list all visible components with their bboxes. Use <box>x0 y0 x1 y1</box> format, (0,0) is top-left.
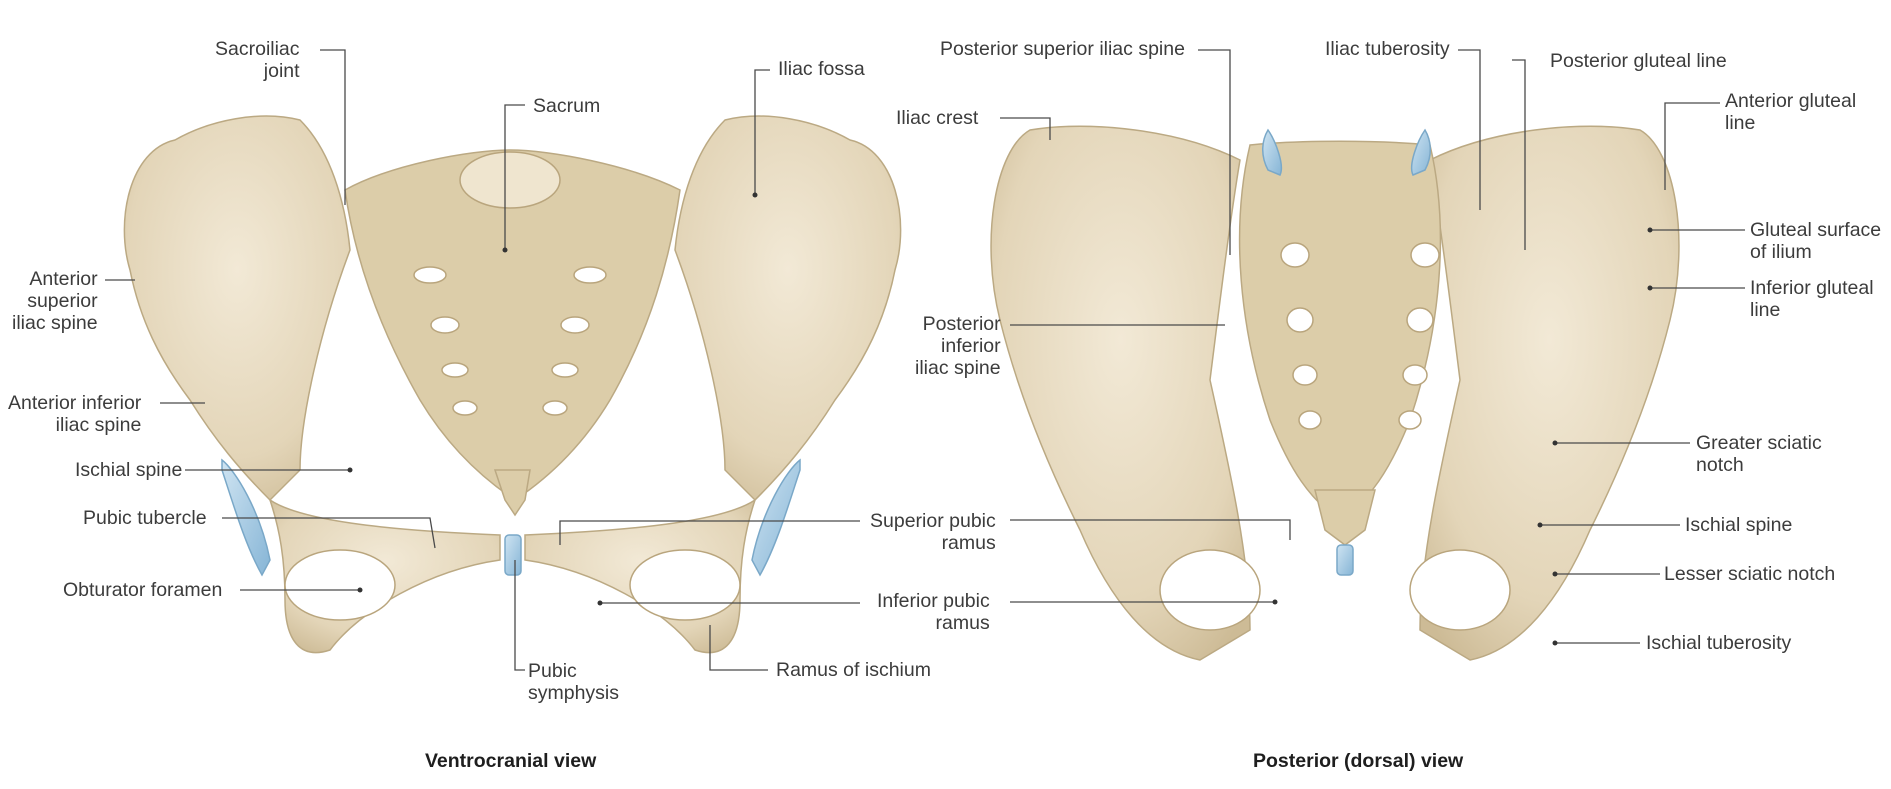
caption-posterior-view: Posterior (dorsal) view <box>1253 750 1464 772</box>
left-ilium-posterior <box>990 125 1251 661</box>
label-superior-pubic-ramus: Superior pubic ramus <box>870 510 996 554</box>
ventrocranial-pelvis <box>123 115 902 654</box>
leader-lines <box>105 49 1745 671</box>
sacral-canal <box>459 151 561 209</box>
label-ischial-tuberosity: Ischial tuberosity <box>1646 632 1792 654</box>
label-lesser-sciatic-notch: Lesser sciatic notch <box>1664 563 1836 585</box>
left-ilium <box>123 115 351 502</box>
label-iliac-tuberosity: Iliac tuberosity <box>1325 38 1450 60</box>
label-sacroiliac-joint: Sacroiliac joint <box>215 38 300 82</box>
label-posterior-gluteal-line: Posterior gluteal line <box>1550 50 1727 72</box>
coccyx-posterior <box>1314 489 1376 546</box>
label-ischial-spine-left: Ischial spine <box>75 459 183 481</box>
caption-ventrocranial-view: Ventrocranial view <box>425 750 597 772</box>
label-pubic-tubercle: Pubic tubercle <box>83 507 207 529</box>
sacrum <box>344 149 681 501</box>
leader-dots <box>347 192 1653 646</box>
label-posterior-inferior-iliac-spine: Posterior inferior iliac spine <box>915 313 1001 379</box>
right-ilium <box>674 115 902 502</box>
label-ischial-spine-right: Ischial spine <box>1685 514 1793 536</box>
label-inferior-gluteal-line: Inferior gluteal line <box>1750 277 1874 321</box>
label-inferior-pubic-ramus: Inferior pubic ramus <box>877 590 990 634</box>
label-anterior-gluteal-line: Anterior gluteal line <box>1725 90 1857 134</box>
posterior-pelvis <box>990 125 1680 661</box>
label-anterior-inferior-iliac-spine: Anterior inferior iliac spine <box>8 392 142 436</box>
label-iliac-fossa: Iliac fossa <box>778 58 865 80</box>
label-iliac-crest: Iliac crest <box>896 107 979 129</box>
label-gluteal-surface-of-ilium: Gluteal surface of ilium <box>1750 219 1882 263</box>
label-pubic-symphysis: Pubic symphysis <box>528 660 620 704</box>
label-anterior-superior-iliac-spine: Anterior superior iliac spine <box>12 268 98 334</box>
coccyx <box>493 469 531 517</box>
label-sacrum: Sacrum <box>533 95 601 117</box>
label-ramus-of-ischium: Ramus of ischium <box>776 659 931 681</box>
sacrum-posterior <box>1238 140 1442 521</box>
label-posterior-superior-iliac-spine: Posterior superior iliac spine <box>940 38 1185 60</box>
label-obturator-foramen: Obturator foramen <box>63 579 223 601</box>
label-greater-sciatic-notch: Greater sciatic notch <box>1696 432 1822 476</box>
